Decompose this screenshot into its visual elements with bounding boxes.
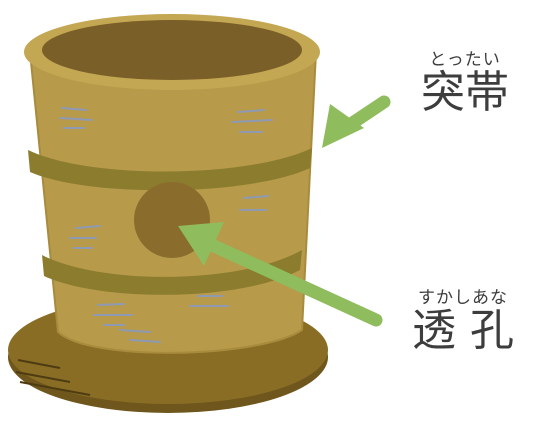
band-arrow <box>322 95 391 148</box>
hole-label: すかしあな 透 孔 <box>388 290 538 353</box>
surface-marks <box>59 107 273 343</box>
band-label: とったい 突帯 <box>395 52 535 115</box>
upper-band <box>28 148 312 191</box>
hole-reading: すかしあな <box>418 288 508 308</box>
hole-arrow <box>178 222 383 327</box>
top-rim <box>24 14 320 90</box>
lower-band <box>42 250 302 295</box>
hole-term: 透 孔 <box>412 305 514 356</box>
band-reading: とったい <box>429 50 501 70</box>
band-term: 突帯 <box>421 67 509 118</box>
